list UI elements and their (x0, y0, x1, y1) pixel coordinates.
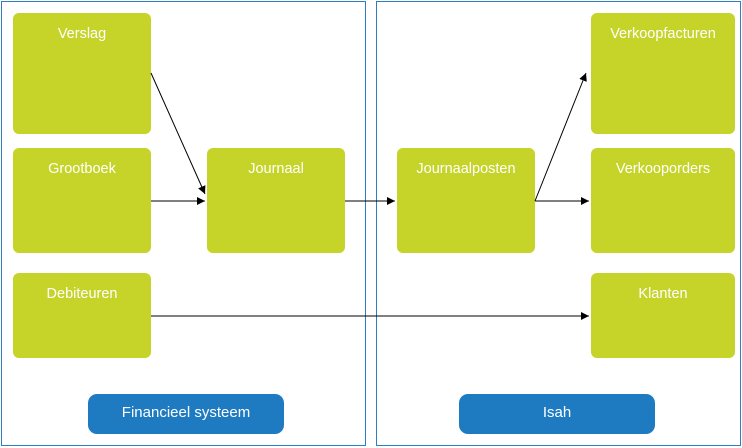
financieel-systeem-label: Financieel systeem (88, 394, 284, 434)
node-journaal: Journaal (207, 148, 345, 253)
node-verslag: Verslag (13, 13, 151, 134)
node-journaalposten: Journaalposten (397, 148, 535, 253)
node-verkooporders: Verkooporders (591, 148, 735, 253)
node-klanten: Klanten (591, 273, 735, 358)
node-verkoopfacturen: Verkoopfacturen (591, 13, 735, 134)
isah-label: Isah (459, 394, 655, 434)
node-debiteuren: Debiteuren (13, 273, 151, 358)
node-grootboek: Grootboek (13, 148, 151, 253)
